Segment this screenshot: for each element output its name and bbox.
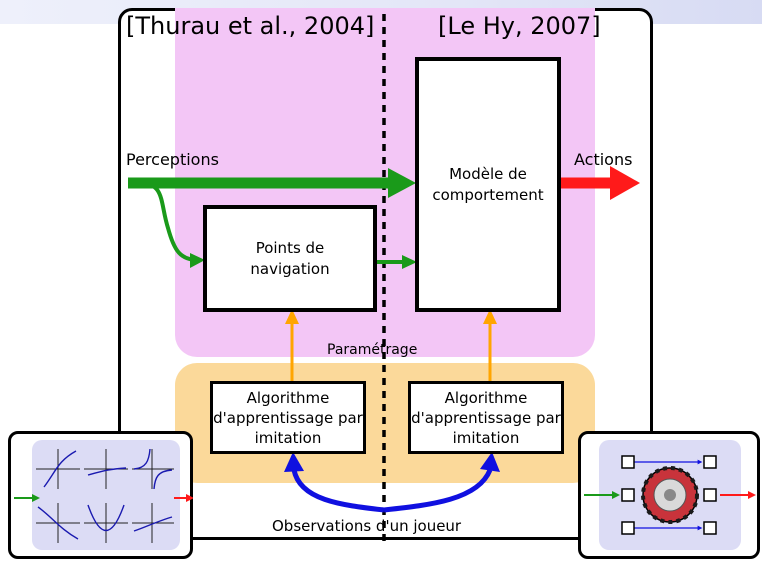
inset-curves (8, 431, 193, 559)
algorithm-label-left: Algorithme d'apprentissage par imitation (213, 388, 363, 447)
parametrage-label: Paramétrage (327, 342, 418, 358)
curves-graphic (14, 448, 193, 543)
algorithm-box-right: Algorithme d'apprentissage par imitation (408, 381, 564, 454)
observations-arrowhead-right (480, 452, 500, 472)
algorithm-box-left: Algorithme d'apprentissage par imitation (210, 381, 366, 454)
navigation-to-model-arrowhead (402, 255, 417, 269)
perceptions-label: Perceptions (126, 150, 219, 169)
param-arrowhead-left (285, 309, 299, 324)
navigation-points-label: Points de navigation (250, 238, 330, 278)
perceptions-branch-arrow (139, 181, 199, 262)
param-arrowhead-right (483, 309, 497, 324)
navigation-points-box: Points de navigation (203, 205, 377, 312)
actions-label: Actions (574, 150, 633, 169)
reference-le-hy: [Le Hy, 2007] (438, 12, 601, 40)
wheel-graphic (584, 455, 756, 535)
algorithm-label-right: Algorithme d'apprentissage par imitation (411, 388, 561, 447)
observations-arrow-left (291, 469, 385, 513)
observations-arrowhead-left (284, 452, 304, 472)
perceptions-main-arrowhead (388, 168, 416, 198)
observations-arrow-right (383, 468, 493, 513)
perceptions-branch-arrowhead (190, 253, 205, 268)
observations-label: Observations d'un joueur (272, 517, 462, 535)
inset-wheel (578, 431, 760, 559)
actions-arrowhead (610, 166, 640, 200)
reference-thurau: [Thurau et al., 2004] (126, 12, 375, 40)
behavior-model-box: Modèle de comportement (415, 57, 561, 312)
behavior-model-label: Modèle de comportement (432, 164, 544, 204)
